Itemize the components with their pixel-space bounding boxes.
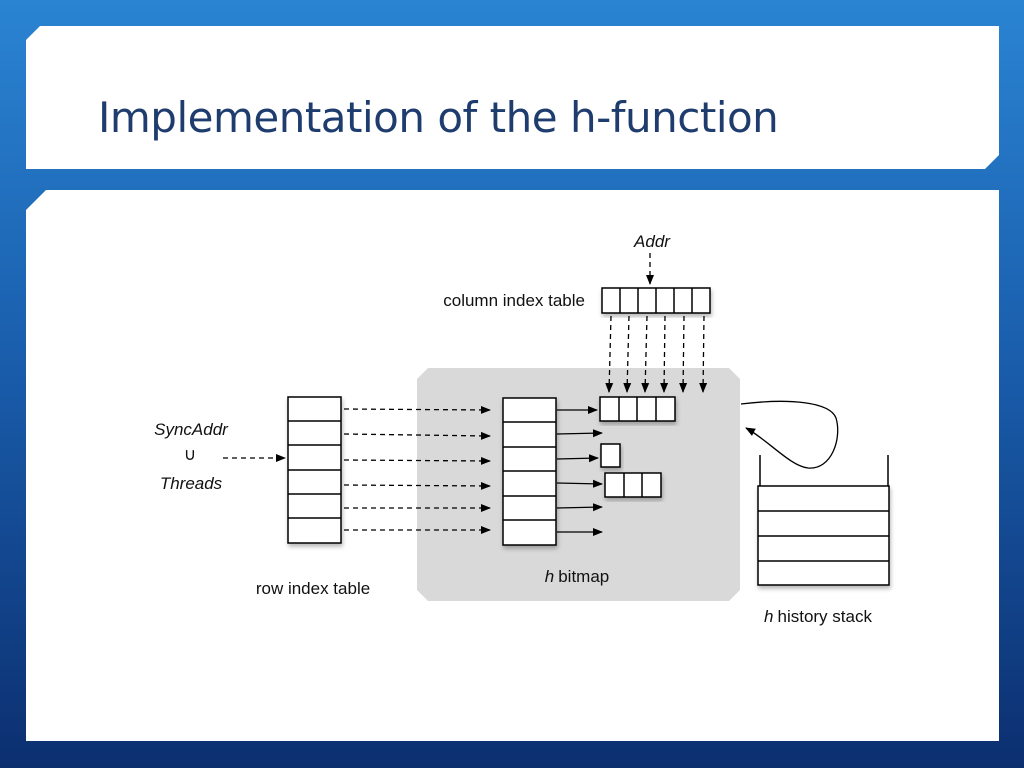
threads-label: Threads <box>160 474 223 493</box>
history-stack <box>757 455 890 586</box>
bitmap-cells-row3 <box>600 443 621 468</box>
bitmap-label-h: h <box>545 567 554 586</box>
history-feedback-arrow <box>740 400 839 469</box>
row-index-table-label: row index table <box>256 579 370 598</box>
bitmap-label-rest: bitmap <box>558 567 609 586</box>
title-panel <box>26 26 999 169</box>
addr-label: Addr <box>633 232 671 251</box>
column-index-table <box>601 287 711 314</box>
bitmap-cells-row1 <box>599 396 676 422</box>
history-label-h: h <box>764 607 773 626</box>
bitmap-region <box>417 368 740 601</box>
row-index-arrows <box>343 405 491 534</box>
row-index-table <box>287 396 342 544</box>
column-index-table-label: column index table <box>443 291 585 310</box>
bitmap-row-table <box>502 397 557 546</box>
bitmap-row-arrows <box>556 406 603 536</box>
history-label-rest: history stack <box>777 607 872 626</box>
column-index-arrows <box>605 315 708 393</box>
bitmap-cells-row4 <box>604 472 662 498</box>
syncaddr-label: SyncAddr <box>154 420 229 439</box>
union-symbol: ∪ <box>184 445 196 464</box>
slide-title: Implementation of the h-function <box>98 93 779 142</box>
